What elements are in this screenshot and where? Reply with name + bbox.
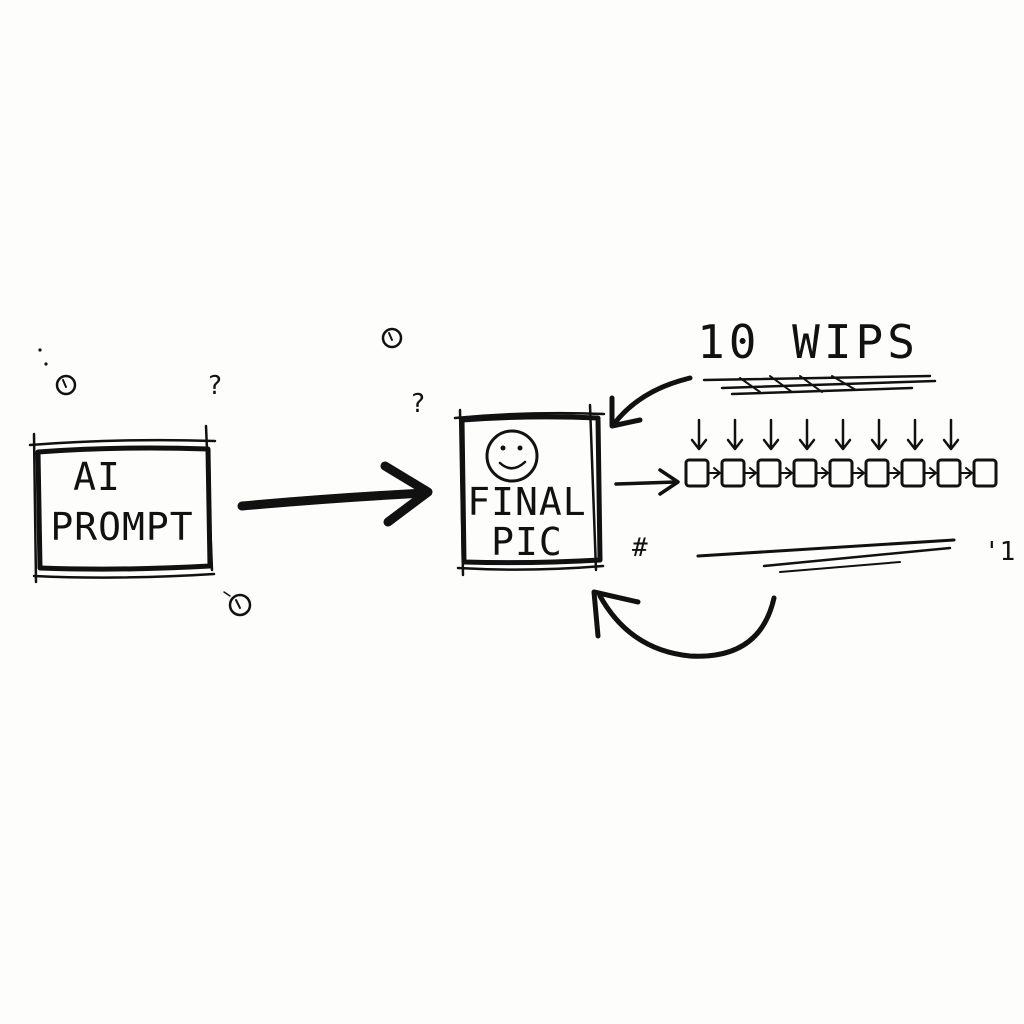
wip-box [720, 458, 746, 488]
wip-down-arrow [834, 418, 852, 451]
question-mark-doodle: ? [207, 371, 223, 401]
question-mark-doodle: ? [410, 389, 426, 419]
timeline-strokes: # '1 [632, 533, 1015, 573]
final-pic-node: FINAL PIC [453, 403, 606, 577]
final-to-wips-arrow [614, 468, 680, 496]
wip-link-arrow [708, 467, 721, 479]
wip-link-arrow [960, 467, 973, 479]
wip-down-arrow [870, 418, 888, 451]
wips-title: 10 WIPS [697, 315, 937, 396]
ai-prompt-label-line1: AI [73, 455, 121, 499]
prompt-to-final-arrow [237, 461, 433, 527]
wip-box [936, 458, 962, 488]
dot-doodle [44, 362, 48, 366]
wip-box [972, 458, 998, 488]
wip-box [684, 458, 710, 488]
wip-down-arrow [762, 418, 780, 451]
wip-chain [684, 418, 998, 488]
wip-link-arrow [816, 467, 829, 479]
wip-box [864, 458, 890, 488]
ai-prompt-label-line2: PROMPT [50, 505, 193, 549]
hash-doodle: # [632, 533, 648, 563]
wip-box [828, 458, 854, 488]
final-pic-label-line1: FINAL [467, 480, 586, 524]
wip-link-arrow [888, 467, 901, 479]
wip-down-arrow [726, 418, 744, 451]
wip-link-arrow [780, 467, 793, 479]
final-pic-label-line2: PIC [491, 520, 563, 564]
wip-link-arrow [852, 467, 865, 479]
wips-title-label: 10 WIPS [697, 315, 919, 369]
tick-doodle: '1 [984, 537, 1015, 567]
swirl-icon [55, 374, 77, 396]
wips-to-final-curved-arrow [609, 375, 693, 429]
wip-box [756, 458, 782, 488]
dot-doodle [38, 348, 42, 352]
feedback-loop-arrow [591, 589, 777, 659]
wip-down-arrow [942, 418, 960, 451]
decorative-doodles: ? ? [38, 327, 426, 617]
swirl-icon [381, 327, 403, 349]
wip-down-arrow [906, 418, 924, 451]
wip-box [900, 458, 926, 488]
wip-box [792, 458, 818, 488]
swirl-icon [223, 591, 252, 617]
wip-link-arrow [744, 467, 757, 479]
wip-link-arrow [924, 467, 937, 479]
smiley-face-icon [485, 429, 539, 483]
ai-prompt-node: AI PROMPT [28, 424, 217, 584]
wip-down-arrow [798, 418, 816, 451]
wip-down-arrow [690, 418, 708, 451]
